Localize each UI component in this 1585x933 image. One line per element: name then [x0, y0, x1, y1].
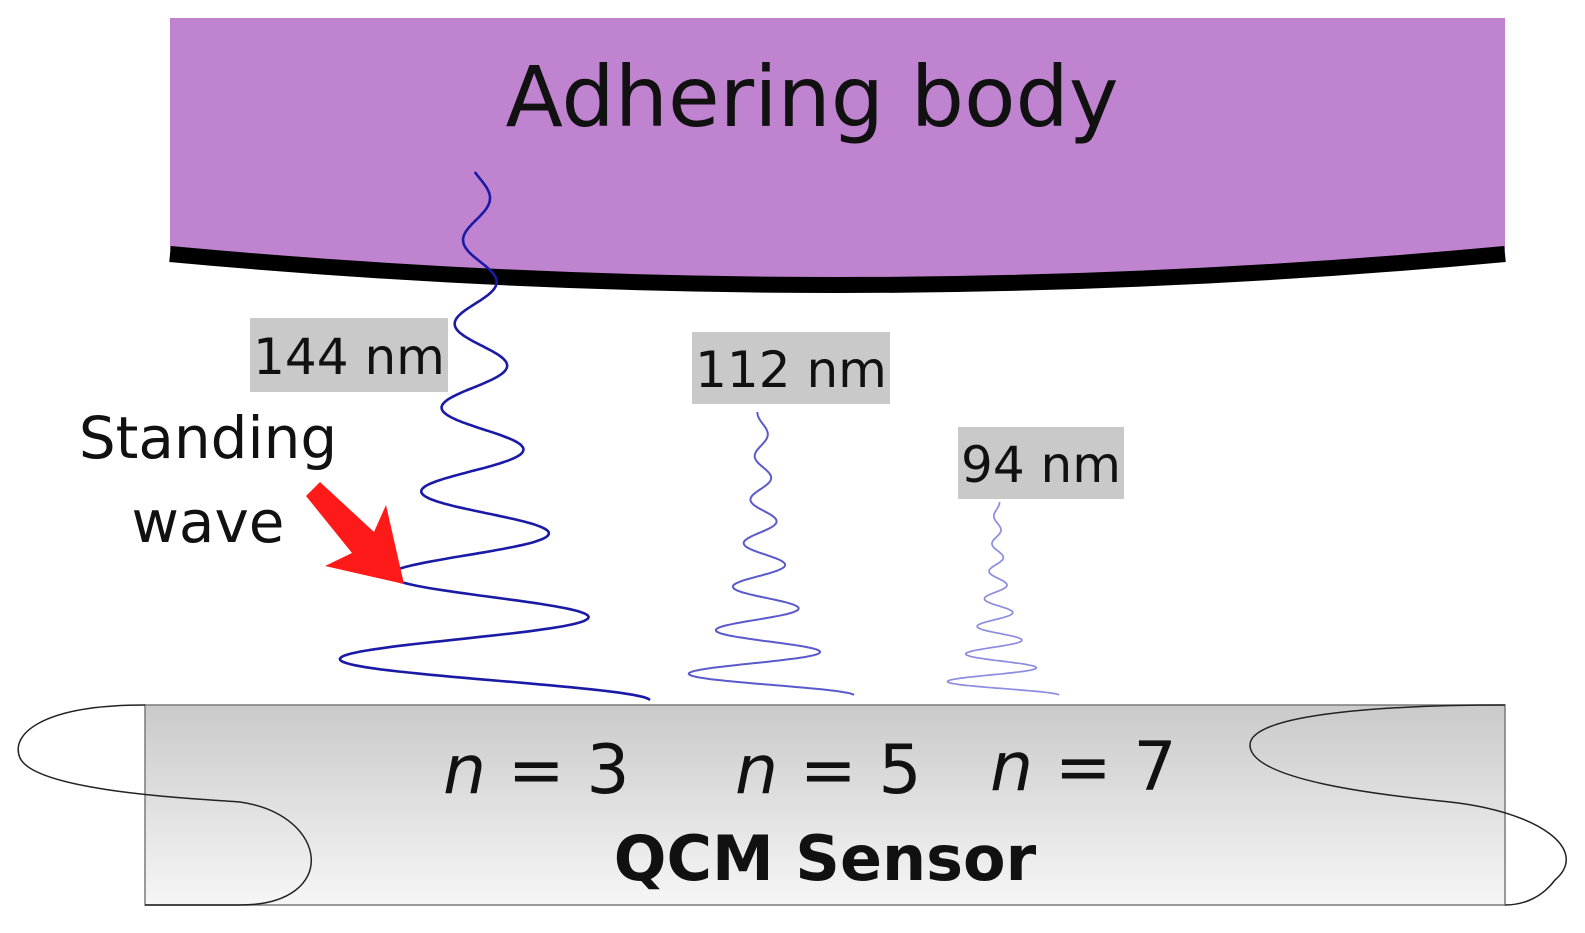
mode-label-3: n = 3 — [443, 731, 630, 810]
adhering-body-label: Adhering body — [505, 48, 1118, 146]
depth-label-5: 112 nm — [692, 332, 890, 404]
annotation-line-2: wave — [132, 488, 285, 556]
adhering-body-edge — [169, 246, 1506, 293]
mode-label-5: n = 5 — [735, 731, 922, 810]
standing-wave-annotation: Standing wave — [79, 404, 404, 584]
adhering-body: Adhering body — [169, 18, 1506, 293]
mode-value: = 7 — [1033, 728, 1176, 807]
sensor-right-curl — [1249, 704, 1567, 906]
depth-label-3: 144 nm — [250, 318, 448, 392]
sensor-label: QCM Sensor — [614, 822, 1037, 895]
qcm-sensor: QCM Sensor — [17, 704, 1567, 906]
adhering-body-shape — [170, 18, 1505, 280]
depth-label-text: 112 nm — [695, 341, 887, 399]
depth-label-box — [250, 318, 448, 392]
depth-label-box — [958, 427, 1124, 499]
standing-wave-n3 — [338, 171, 651, 702]
mode-symbol: n — [735, 731, 778, 810]
mode-value: = 3 — [486, 731, 629, 810]
standing-wave-n7 — [946, 502, 1060, 696]
mode-value: = 5 — [778, 731, 921, 810]
depth-label-text: 144 nm — [253, 328, 445, 386]
annotation-arrow-icon — [306, 482, 404, 584]
standing-waves — [338, 171, 1060, 702]
mode-symbol: n — [443, 731, 486, 810]
depth-label-box — [692, 332, 890, 404]
depth-label-text: 94 nm — [961, 436, 1121, 494]
mode-label-7: n = 7 — [990, 728, 1177, 807]
sensor-left-curl — [17, 704, 312, 906]
depth-label-7: 94 nm — [958, 427, 1124, 499]
standing-wave-n5 — [687, 412, 855, 696]
sensor-body — [144, 704, 1506, 906]
annotation-line-1: Standing — [79, 404, 337, 472]
mode-symbol: n — [990, 728, 1033, 807]
